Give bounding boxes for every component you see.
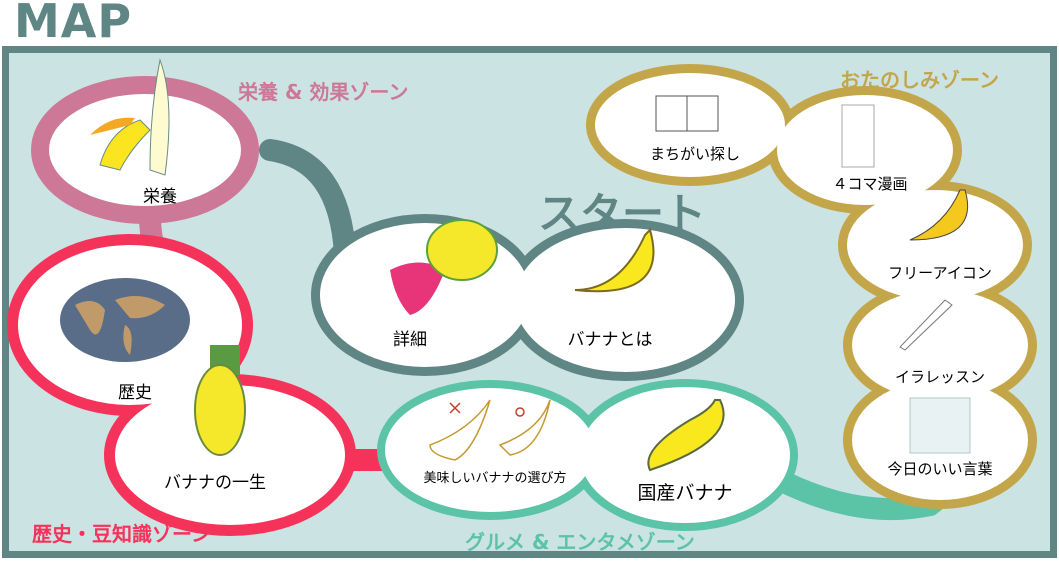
node-link-history[interactable]: 歴史 [118,383,152,403]
banana-flower-icon [390,219,498,315]
node-link-banana-life[interactable]: バナナの一生 [164,473,266,493]
world-map-icon [60,278,190,362]
zone-title-history: 歴史・豆知識ゾーン [32,522,211,546]
zone-title-nutrition: 栄養 & 効果ゾーン [238,80,409,104]
free-banana-icon [909,189,969,241]
zone-title-fun: おたのしみゾーン [840,68,999,92]
node-link-daily-quote[interactable]: 今日のいい言葉 [887,460,993,478]
path-nutrition-start [259,139,356,266]
banana-outline-icon [429,399,551,461]
glass-icon [909,397,971,454]
node-link-illust-lesson[interactable]: イラレッスン [894,368,986,386]
node-link-nutrition[interactable]: 栄養 [143,187,177,207]
node-link-about-banana[interactable]: バナナとは [567,330,653,350]
zone-title-gourmet: グルメ & エンタメゾーン [465,530,695,554]
node-link-comic[interactable]: ４コマ漫画 [832,175,908,193]
start-label: スタート [538,189,707,238]
banana-icon [574,228,655,293]
node-link-details[interactable]: 詳細 [393,330,427,350]
comic-icon [841,104,875,168]
node-nutrition [31,76,259,224]
pen-icon [899,299,953,351]
node-link-how-to-choose[interactable]: 美味しいバナナの選び方 [423,471,567,486]
node-link-free-icon[interactable]: フリーアイコン [888,264,992,282]
spot-difference-icon [655,95,719,132]
zone-start [311,214,744,381]
banana-bunch-icon [194,345,246,456]
node-link-domestic-banana[interactable]: 国産バナナ [637,482,733,504]
node-link-spot-difference[interactable]: まちがい探し [649,145,741,163]
banana-icon-national [647,399,725,472]
peeled-banana-icon [90,58,170,176]
map-title: MAP [14,0,133,48]
zone-history [7,234,356,536]
